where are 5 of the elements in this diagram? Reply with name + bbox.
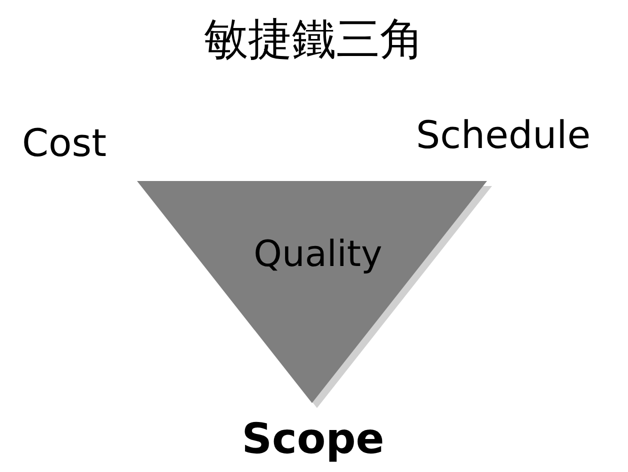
corner-label: Scope — [242, 418, 384, 460]
corner-label: Schedule — [416, 116, 591, 154]
triangle-label: Quality — [254, 237, 382, 273]
title: 敏捷鐵三角 — [204, 18, 424, 62]
corner-label: Cost — [22, 124, 106, 162]
